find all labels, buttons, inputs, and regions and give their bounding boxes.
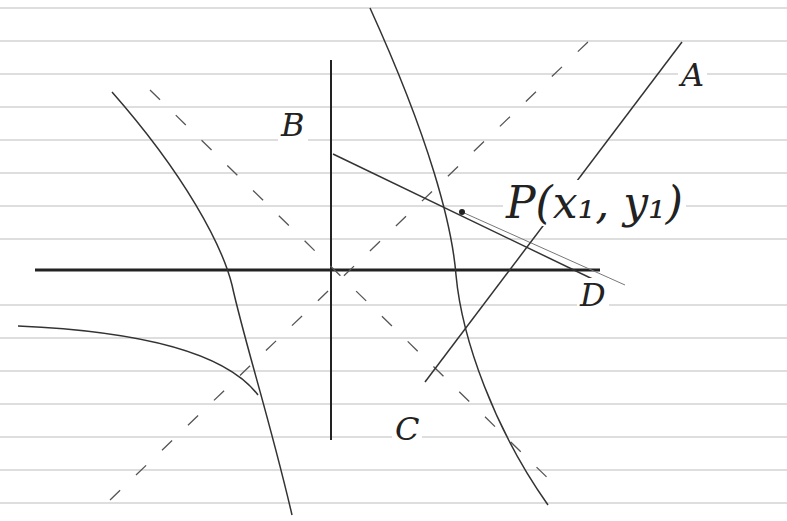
asymptotes [110,40,590,500]
point-letter: B [278,108,308,142]
axes [35,60,600,440]
hyperbola-branches [18,8,548,515]
point-label: P(x₁, y₁) [503,180,686,226]
ruled-lines [0,8,787,503]
point-p [459,209,465,215]
point-letter: D [577,278,609,312]
point-letter: C [392,412,422,446]
point-letter: A [678,58,707,92]
